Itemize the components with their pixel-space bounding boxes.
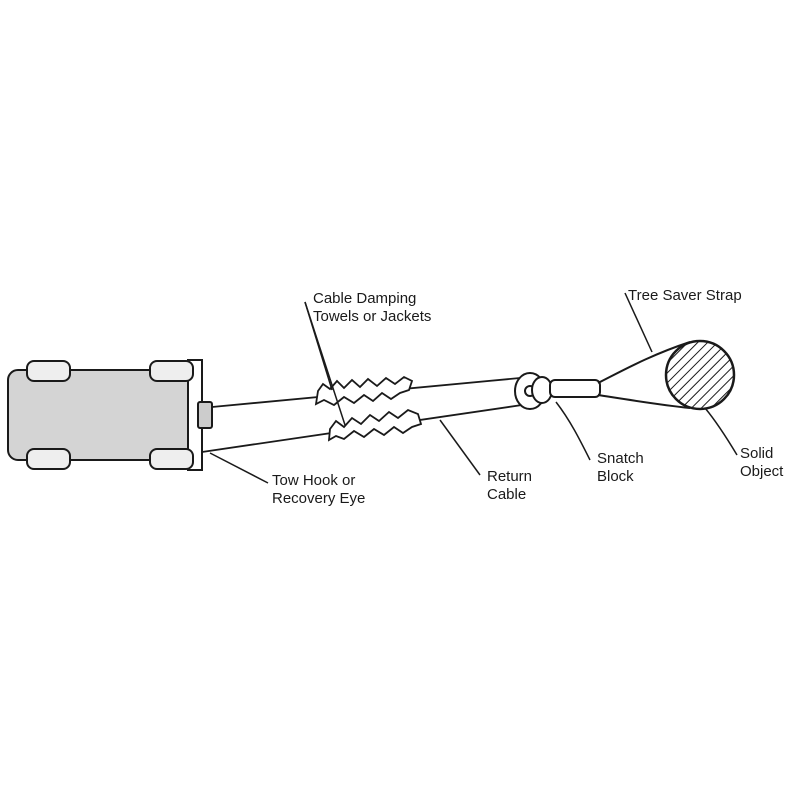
label-snatch-block: Snatch Block — [597, 450, 644, 486]
tree-saver-strap — [597, 341, 691, 409]
vehicle-body — [7, 369, 194, 461]
label-cable-damping-line1: Cable Damping — [313, 290, 417, 307]
label-cable-damping: Cable Damping Towels or Jackets — [313, 290, 431, 326]
damping-towel-bottom — [327, 408, 423, 442]
solid-object — [664, 339, 736, 411]
wheel-rear-bottom — [26, 448, 71, 470]
leader-snatch-block — [555, 401, 591, 461]
label-cable-damping-line2: Towels or Jackets — [313, 308, 432, 325]
label-return-cable-line1: Return — [487, 468, 533, 485]
label-tow-hook: Tow Hook or Recovery Eye — [272, 472, 365, 508]
wheel-front-top — [149, 360, 194, 382]
label-snatch-block-line2: Block — [597, 468, 634, 485]
label-solid-object-line2: Object — [740, 463, 784, 480]
label-tree-saver-strap: Tree Saver Strap — [628, 287, 742, 305]
leader-return-cable — [439, 419, 481, 476]
label-tow-hook-line2: Recovery Eye — [272, 490, 366, 507]
snatch-block — [514, 372, 601, 410]
wheel-rear-top — [26, 360, 71, 382]
leader-solid-object — [704, 407, 738, 456]
label-tow-hook-line1: Tow Hook or — [272, 472, 356, 489]
label-return-cable: Return Cable — [487, 468, 532, 504]
leader-tow-hook — [209, 452, 269, 484]
wheel-front-bottom — [149, 448, 194, 470]
label-tree-saver-strap-text: Tree Saver Strap — [628, 287, 742, 304]
leader-damping-bottom — [304, 301, 346, 426]
vehicle — [7, 359, 213, 471]
leader-tree-saver — [624, 292, 653, 353]
snatch-block-shackle — [549, 379, 601, 398]
label-solid-object: Solid Object — [740, 445, 783, 481]
winch-drum — [197, 401, 213, 429]
damping-towel-top — [314, 375, 414, 407]
label-snatch-block-line1: Snatch — [597, 450, 644, 467]
label-solid-object-line1: Solid — [740, 445, 774, 462]
label-return-cable-line2: Cable — [487, 486, 527, 503]
